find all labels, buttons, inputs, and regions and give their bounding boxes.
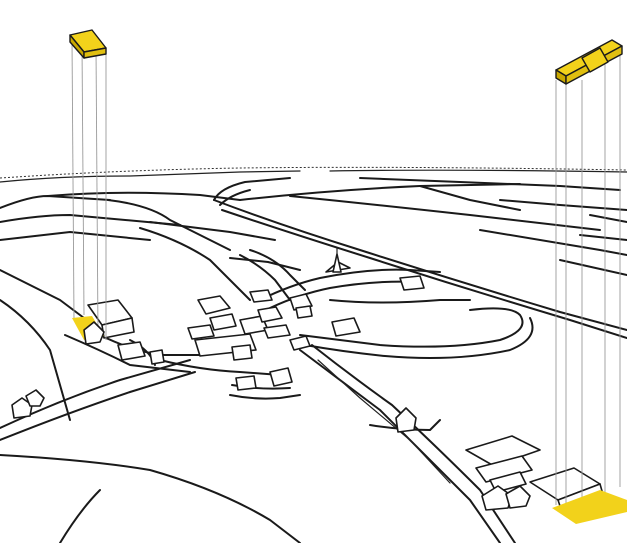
highlight-marker-right-top	[555, 39, 623, 85]
highlight-footprint-right	[552, 490, 627, 524]
field-boundaries	[0, 177, 627, 421]
highlight-footprint-left	[72, 316, 105, 345]
buildings	[11, 247, 605, 513]
roads	[0, 177, 627, 543]
church	[325, 247, 351, 273]
highlight-marker-left-top	[69, 29, 107, 59]
horizon-line	[0, 166, 627, 183]
projection-lines	[71, 39, 621, 510]
